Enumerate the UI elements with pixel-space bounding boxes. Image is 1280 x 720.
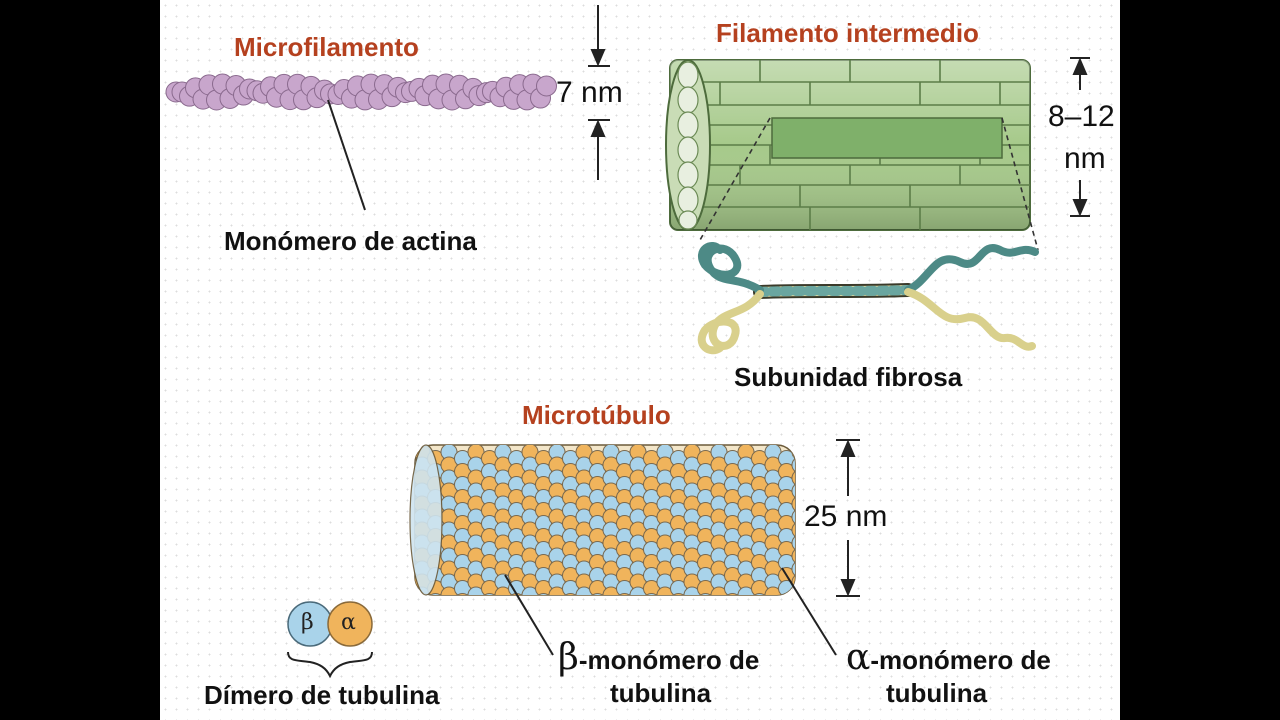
actin-pointer-line — [327, 99, 366, 211]
tubulin-monomer — [778, 593, 795, 595]
tubulin-monomer — [737, 586, 755, 595]
dimer-beta-symbol: β — [301, 610, 314, 635]
tubulin-monomer — [643, 580, 660, 595]
tubulin-monomer — [791, 547, 795, 565]
tubulin-monomer — [454, 580, 471, 595]
tubulin-monomer — [589, 593, 606, 595]
tubulin-monomer — [710, 586, 728, 595]
tubulin-monomer — [670, 593, 687, 595]
tubulin-monomer — [791, 495, 795, 513]
actin-filament — [165, 73, 557, 111]
tubulin-monomer — [643, 593, 660, 595]
alpha-monomer-text-1: -monómero de — [870, 645, 1051, 675]
tubulin-monomer — [454, 593, 471, 595]
alpha-symbol: α — [846, 637, 871, 678]
intermediate-filament-size-line2: nm — [1064, 142, 1106, 175]
tubulin-monomer — [791, 508, 795, 526]
alpha-monomer-text-2: tubulina — [886, 678, 988, 708]
intermediate-filament-size-line1: 8–12 — [1048, 100, 1115, 133]
microtubule-title: Microtúbulo — [522, 400, 671, 430]
microfilament-title: Microfilamento — [234, 32, 419, 62]
actin-monomer-label: Monómero de actina — [224, 226, 477, 256]
tubulin-monomer — [724, 580, 741, 595]
tubulin-monomer — [791, 534, 795, 552]
actin-monomer — [536, 75, 557, 97]
microfilament-dimension-arrows — [588, 5, 610, 180]
beta-pointer-line — [504, 574, 554, 656]
beta-monomer-text-2: tubulina — [610, 678, 712, 708]
intermediate-filament-dimension-arrows — [1070, 57, 1090, 217]
microtubule-dimension-arrows — [836, 439, 860, 597]
diagram-graphics — [165, 5, 1090, 679]
tubulin-monomer — [481, 580, 498, 595]
tubulin-monomer — [521, 586, 539, 595]
microtubule — [409, 444, 796, 596]
intermediate-filament-end-cap — [665, 59, 711, 231]
tubulin-monomer — [535, 593, 552, 595]
tubulin-monomer — [764, 586, 782, 595]
dimer-alpha-symbol: α — [341, 610, 356, 635]
alpha-monomer-label: α-monómero de — [846, 640, 1051, 676]
fibrous-subunit-label: Subunidad fibrosa — [734, 362, 963, 392]
beta-symbol: β — [558, 637, 579, 678]
diagram-canvas: Microfilamento 7 nm Monómero de actina F… — [160, 0, 1120, 720]
tubulin-monomer — [791, 469, 795, 487]
tubulin-monomer — [791, 560, 795, 578]
tubulin-monomer — [629, 586, 647, 595]
microtubule-size-label: 25 nm — [804, 500, 888, 533]
tubulin-monomer — [602, 586, 620, 595]
tubulin-monomer — [535, 580, 552, 595]
fibrous-subunit — [697, 242, 1039, 355]
tubulin-dimer-label: Dímero de tubulina — [204, 680, 440, 710]
microfilament-size-label: 7 nm — [556, 76, 623, 109]
tubulin-monomer — [481, 593, 498, 595]
tubulin-monomer — [791, 482, 795, 500]
tubulin-monomer — [427, 593, 444, 595]
tubulin-monomer — [440, 586, 458, 595]
tubulin-monomer — [670, 580, 687, 595]
tubulin-monomer — [791, 573, 795, 591]
tubulin-monomer — [751, 580, 768, 595]
tubulin-dimer — [287, 601, 373, 679]
tubulin-monomer — [494, 586, 512, 595]
tubulin-monomer — [548, 586, 566, 595]
tubulin-monomer — [791, 521, 795, 539]
tubulin-monomer — [697, 593, 714, 595]
intermediate-filament-title: Filamento intermedio — [716, 18, 979, 48]
tubulin-monomer — [562, 593, 579, 595]
tubulin-monomer — [697, 580, 714, 595]
tubulin-monomer — [575, 586, 593, 595]
alpha-pointer-line — [781, 567, 837, 656]
tubulin-monomer — [683, 586, 701, 595]
tubulin-monomer — [751, 593, 768, 595]
tubulin-monomer — [616, 580, 633, 595]
tubulin-monomer — [589, 580, 606, 595]
beta-monomer-text-1: -monómero de — [578, 645, 760, 675]
tubulin-monomer — [616, 593, 633, 595]
tubulin-monomer — [791, 456, 795, 474]
beta-monomer-label: β-monómero de — [558, 640, 760, 676]
tubulin-monomer — [508, 580, 525, 595]
tubulin-monomer — [724, 593, 741, 595]
tubulin-monomer — [656, 586, 674, 595]
intermediate-filament-bundle — [665, 59, 1039, 251]
tubulin-monomer — [467, 586, 485, 595]
tubulin-monomer — [562, 580, 579, 595]
